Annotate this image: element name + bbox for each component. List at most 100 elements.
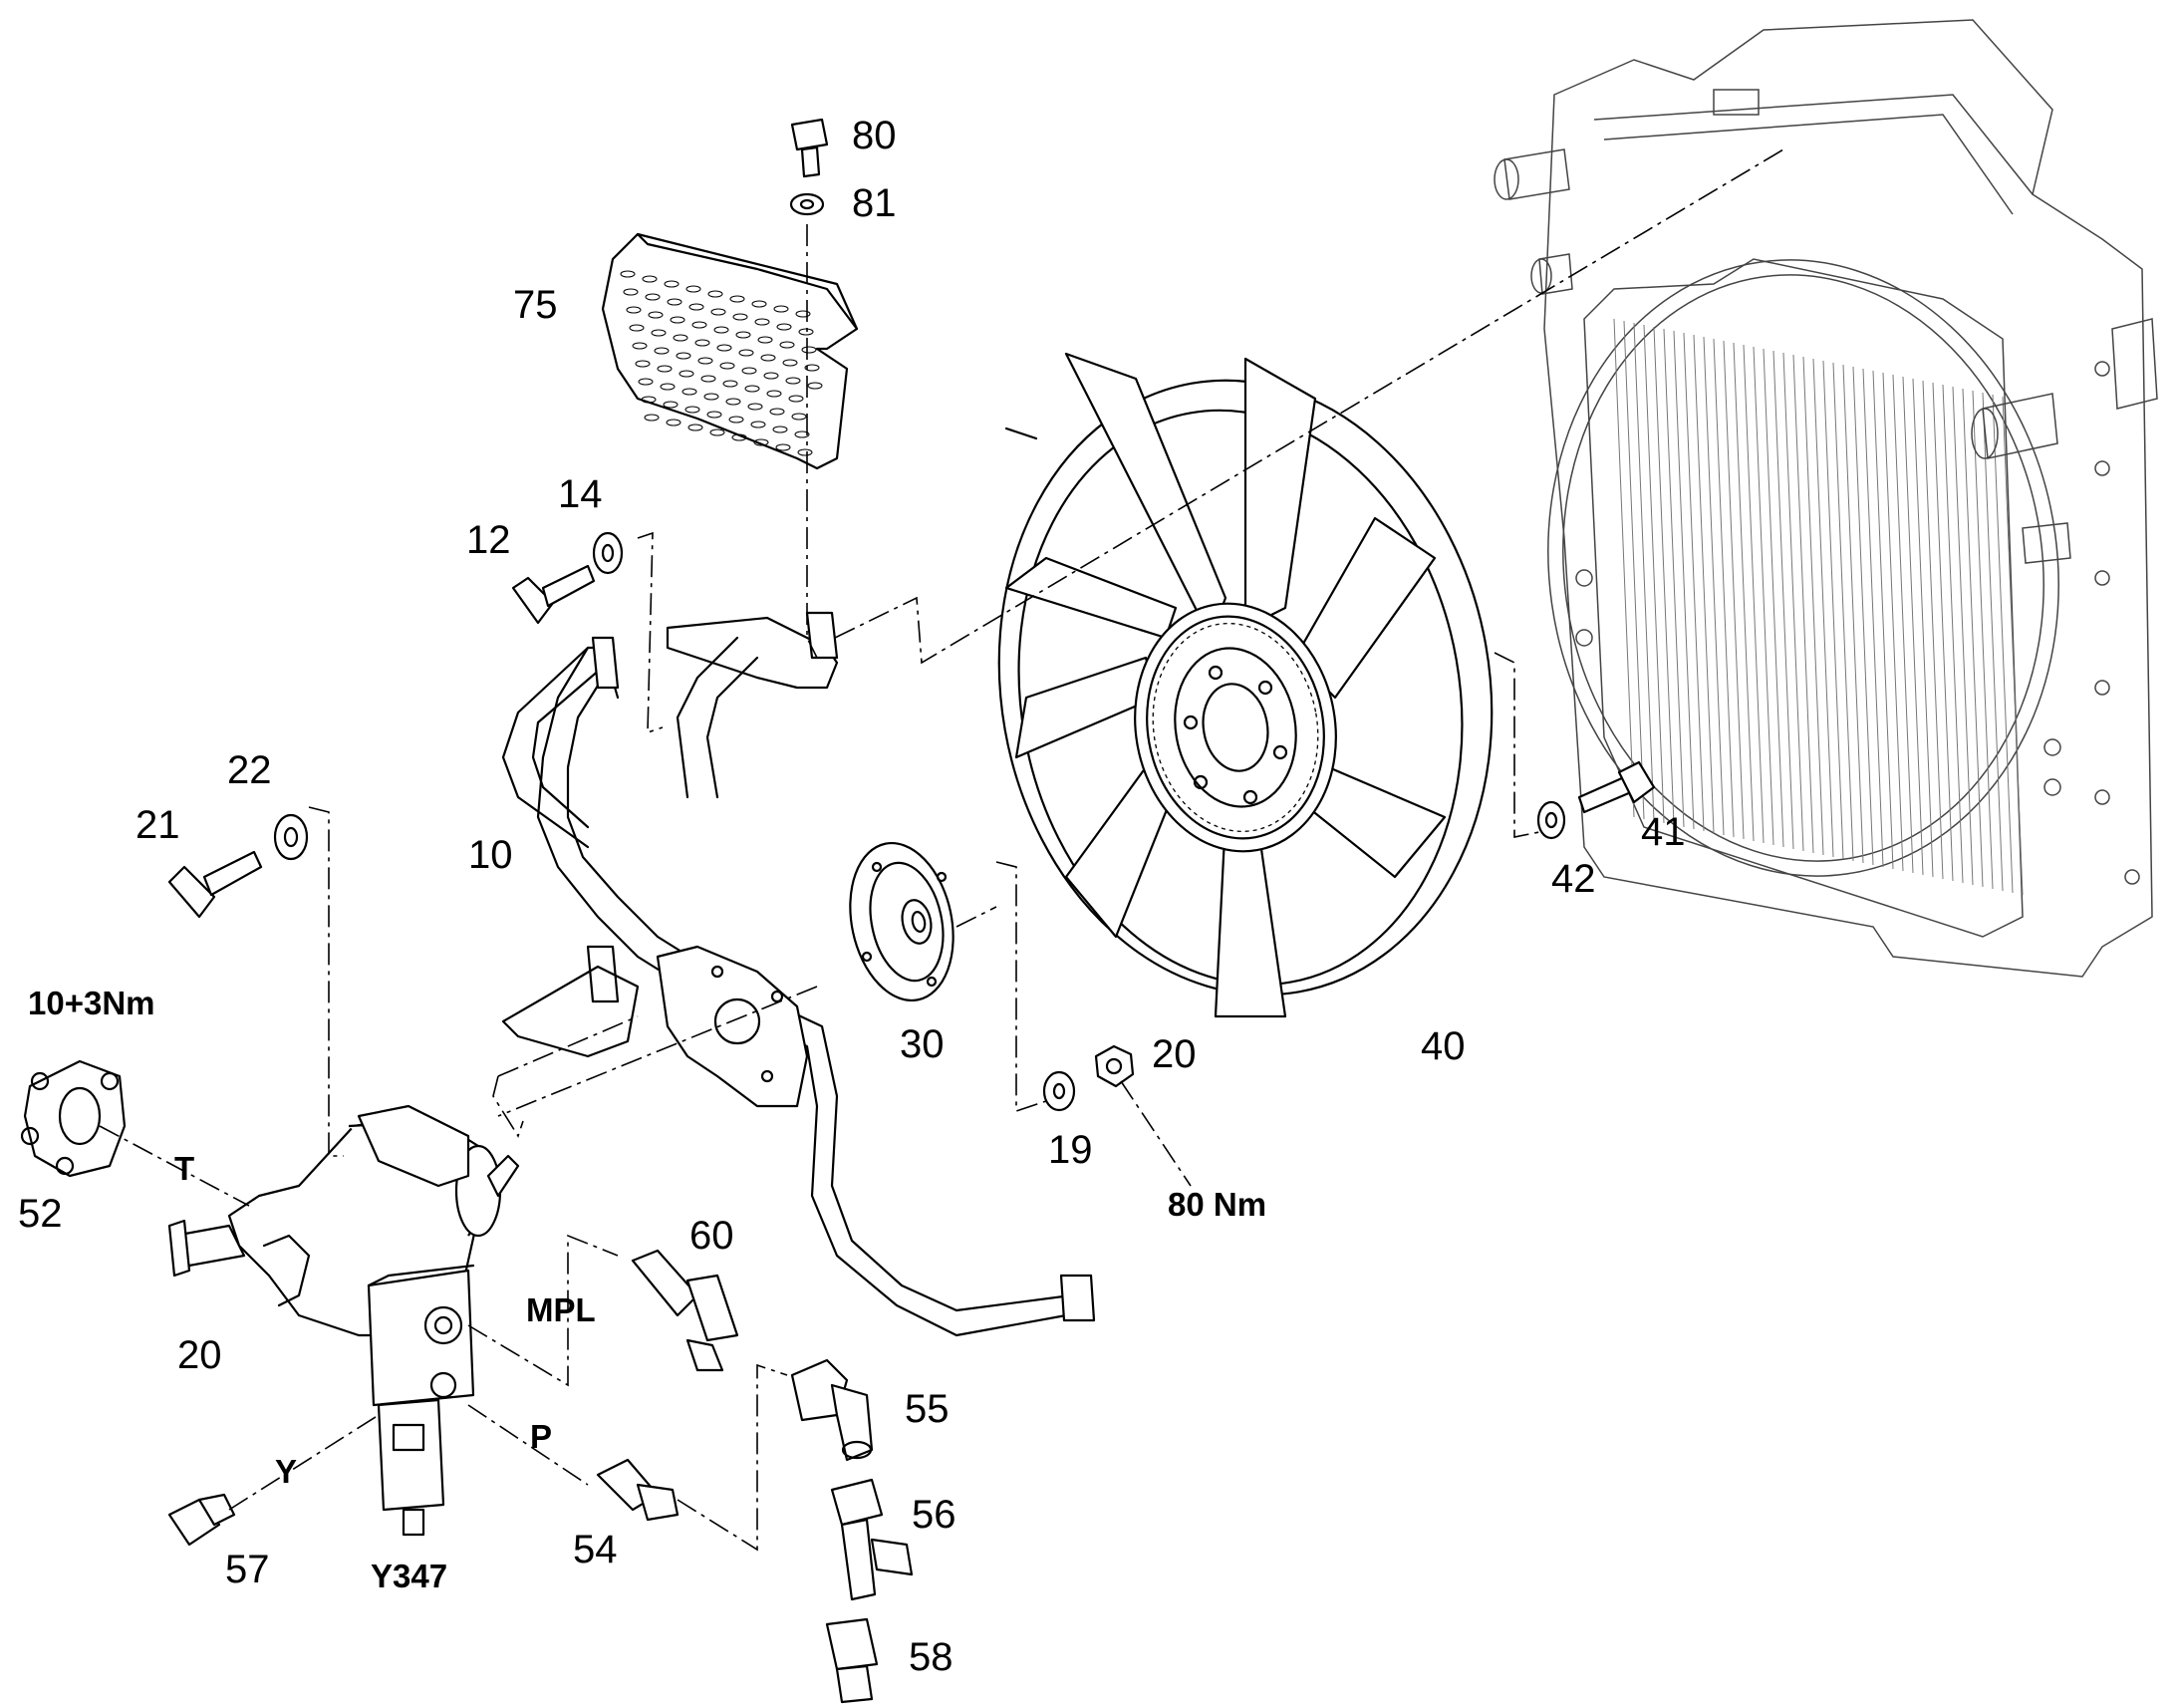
radiator-fin (1942, 384, 1964, 884)
radiator-fin (1703, 336, 1725, 836)
callout-19-washer: 19 (1048, 1128, 1093, 1172)
guard-perforation (706, 411, 722, 419)
radiator-fin (1902, 376, 1924, 876)
guard-perforation (670, 316, 685, 324)
radiator-fin (1882, 372, 1904, 872)
washer-14 (592, 531, 624, 575)
guard-perforation (798, 328, 814, 336)
radiator-fin (1613, 318, 1635, 818)
radiator-fin (1922, 380, 1944, 880)
bolt-12 (511, 564, 596, 625)
radiator-fin (1812, 358, 1834, 858)
guard-perforation (788, 395, 804, 403)
torque-10-3nm: 10+3Nm (28, 985, 155, 1021)
bracket-10 (501, 611, 1096, 1337)
guard-perforation (626, 306, 642, 314)
radiator (1494, 19, 2158, 978)
guard-perforation (779, 341, 795, 349)
guard-perforation (654, 347, 670, 355)
port-mpl: MPL (526, 1291, 596, 1328)
guard-perforation (638, 378, 654, 386)
guard-perforation (673, 334, 688, 342)
pulley-30 (849, 841, 954, 1002)
guard-perforation (776, 323, 792, 331)
guard-perforation (795, 310, 811, 318)
washer-81 (789, 192, 825, 216)
radiator-fin (1992, 394, 2014, 894)
guard-perforation (664, 280, 680, 288)
guard-perforation (681, 388, 697, 396)
guard-perforation (797, 448, 813, 456)
guard-perforation (623, 288, 639, 296)
guard-perforation (632, 342, 648, 350)
radiator-fin (1872, 370, 1894, 870)
fitting-54 (596, 1458, 680, 1522)
radiator-fin (1733, 342, 1755, 842)
guard-perforation (667, 298, 682, 306)
callout-58-fitting: 58 (909, 1635, 953, 1679)
callout-41-bolt: 41 (1641, 810, 1686, 854)
radiator-fin (1982, 392, 2004, 892)
elbow-55 (790, 1358, 874, 1462)
port-t: T (174, 1150, 195, 1187)
radiator-fin (1633, 322, 1655, 822)
callout-40-fan: 40 (1421, 1024, 1466, 1068)
guard-perforation (785, 377, 801, 385)
guard-perforation (763, 372, 779, 380)
radiator-fin (2002, 396, 2024, 896)
guard-perforation (657, 365, 673, 373)
callout-30-pulley: 30 (900, 1022, 945, 1066)
guard-perforation (684, 406, 700, 414)
guard-perforation (791, 413, 807, 421)
radiator-fin (1972, 390, 1994, 890)
radiator-fin (1623, 320, 1645, 820)
callout-57-fitting: 57 (225, 1548, 270, 1591)
callout-14-washer: 14 (558, 472, 603, 516)
fan-40 (997, 352, 1494, 1018)
radiator-fin (1862, 368, 1884, 868)
guard-perforation (716, 344, 732, 352)
callout-54-fitting: 54 (573, 1528, 618, 1571)
guard-perforation (750, 421, 766, 428)
guard-perforation (804, 364, 820, 372)
guard-perforation (719, 362, 735, 370)
guard-perforation (757, 336, 773, 344)
guard-perforation (753, 438, 769, 446)
radiator-fin (1792, 354, 1814, 854)
callout-56-tee: 56 (912, 1493, 956, 1537)
guard-perforation (735, 331, 751, 339)
callout-81-washer: 81 (852, 181, 897, 225)
guard-perforation (751, 300, 767, 308)
guard-perforation (747, 403, 763, 411)
radiator-fin (1713, 338, 1735, 838)
callout-20-nut: 20 (1152, 1032, 1197, 1076)
guard-perforation (772, 426, 788, 433)
guard-perforation (644, 414, 660, 422)
radiator-fin (1952, 386, 1974, 886)
guard-perforation (648, 311, 664, 319)
guard-perforation (801, 346, 817, 354)
radiator-fin (1912, 378, 1934, 878)
radiator-fin (1802, 356, 1824, 856)
guard-perforation (713, 326, 729, 334)
radiator-fin (1683, 332, 1705, 832)
radiator-fin (1962, 388, 1984, 888)
radiator-fin (1673, 330, 1695, 830)
guard-perforation (744, 385, 760, 393)
radiator-fin (1832, 362, 1854, 862)
nut-20 (1094, 1044, 1135, 1088)
tee-56 (830, 1478, 914, 1601)
radiator-fin (1892, 374, 1914, 874)
radiator-fin (1643, 324, 1665, 824)
washer-22 (273, 813, 309, 861)
guard-perforation (700, 375, 716, 383)
guard-perforation (728, 416, 744, 424)
port-y: Y (275, 1453, 298, 1490)
callout-12-bolt: 12 (466, 518, 511, 562)
guard-75 (601, 232, 859, 470)
guard-perforation (666, 419, 681, 427)
guard-perforation (687, 424, 703, 431)
callout-42-washer: 42 (1551, 857, 1596, 901)
